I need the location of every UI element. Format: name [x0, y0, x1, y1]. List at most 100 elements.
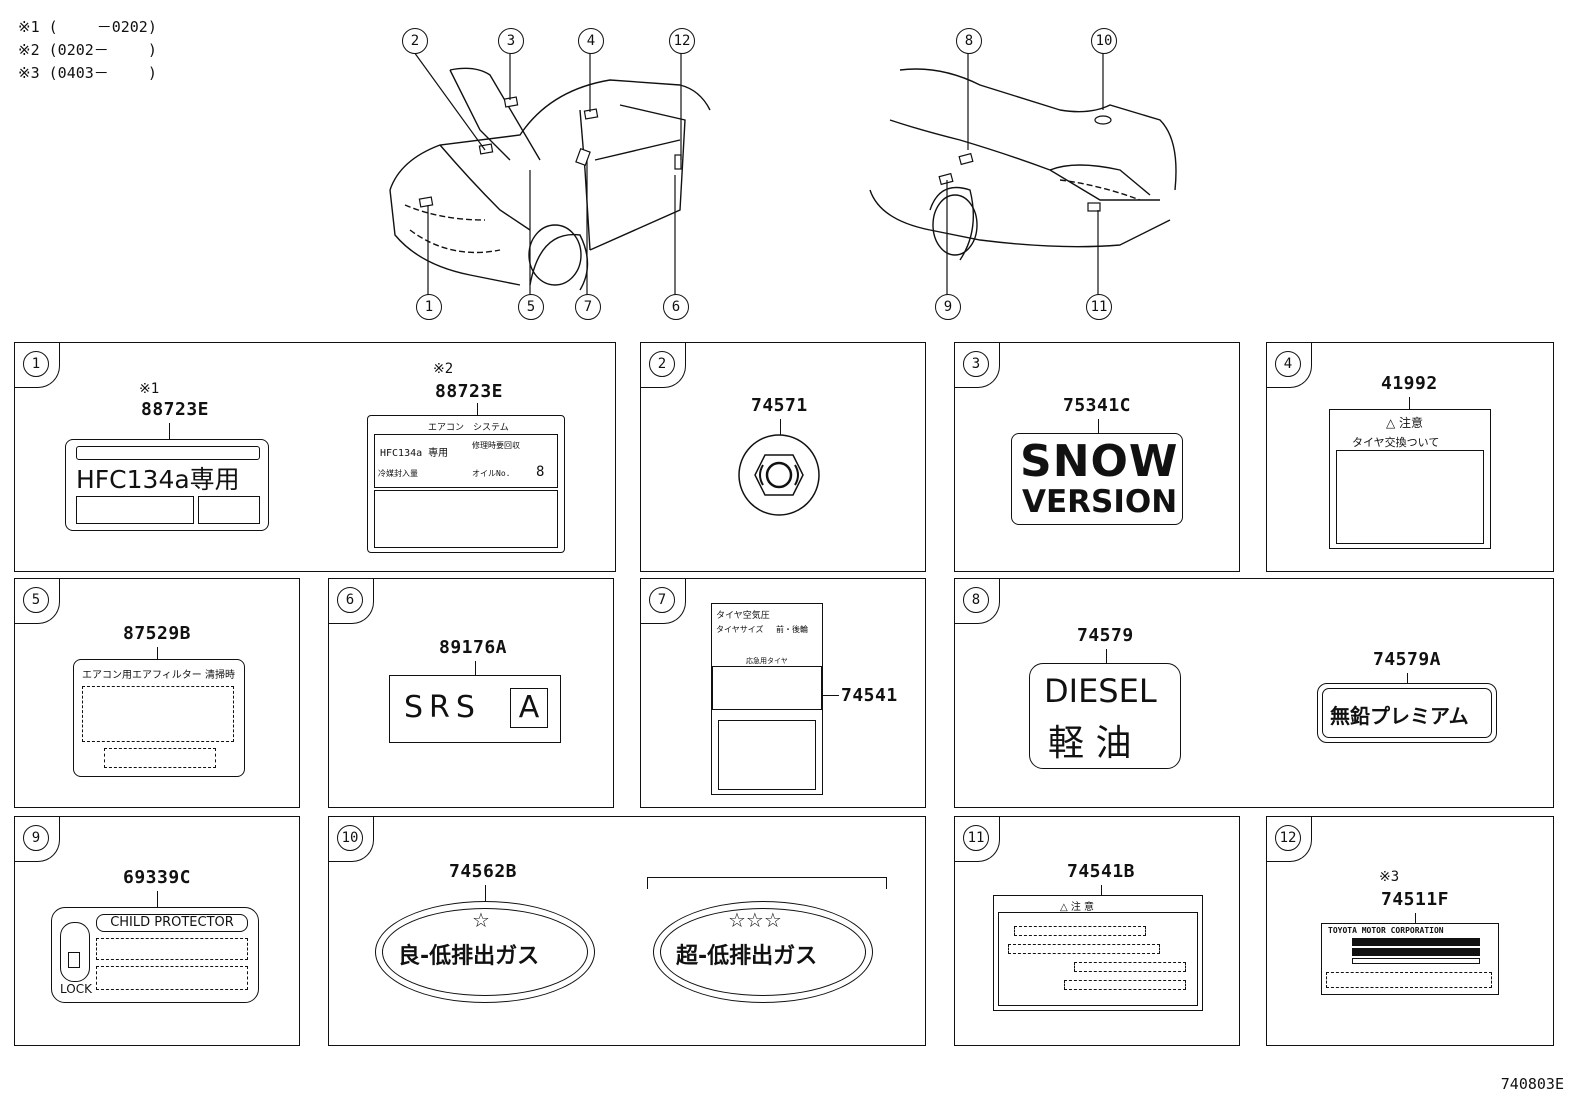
callout-11: 11 — [1086, 294, 1112, 320]
panel-7-part: 74541 — [841, 685, 898, 706]
srs-label: SRS A — [389, 675, 561, 743]
panel-5-part: 87529B — [123, 623, 192, 644]
diesel-text: DIESEL — [1044, 672, 1157, 710]
note-1: ※1 ( －0202) — [18, 18, 157, 36]
callout-9: 9 — [935, 294, 961, 320]
ac-filter-label: エアコン用エアフィルター 清掃時 — [73, 659, 245, 777]
snow-version-label: SNOW VERSION — [1011, 433, 1183, 525]
callout-2: 2 — [402, 28, 428, 54]
callout-12: 12 — [669, 28, 695, 54]
low-emission-stars: ☆ — [472, 908, 490, 932]
panel-12-mark: ※3 — [1379, 869, 1400, 885]
panel-11-number: 11 — [963, 825, 989, 851]
spare-tire-header: 応急用タイヤ — [746, 657, 788, 665]
panel-1-part-a: 88723E — [141, 399, 210, 420]
child-protector-label: CHILD PROTECTOR LOCK — [51, 907, 259, 1003]
tire-size-header: タイヤサイズ — [716, 625, 764, 634]
premium-unleaded-text: 無鉛プレミアム — [1330, 704, 1469, 728]
diesel-label: DIESEL 軽 油 — [1029, 663, 1181, 769]
tire-pressure-title: タイヤ空気圧 — [716, 611, 770, 621]
panel-12-number: 12 — [1275, 825, 1301, 851]
panel-7: 7 タイヤ空気圧 タイヤサイズ 前・後輪 応急用タイヤ 74541 — [640, 578, 926, 808]
callout-3: 3 — [498, 28, 524, 54]
panel-1-number: 1 — [23, 351, 49, 377]
panel-2-number: 2 — [649, 351, 675, 377]
hfc-label-b-r2c3: 8 — [536, 464, 545, 480]
ac-filter-title: エアコン用エアフィルター 清掃時 — [82, 670, 235, 681]
callout-10: 10 — [1091, 28, 1117, 54]
hfc-label-b-r1c1: HFC134a 専用 — [380, 448, 449, 459]
srs-text: SRS — [404, 690, 481, 725]
panel-3-number: 3 — [963, 351, 989, 377]
panel-4: 4 41992 △ 注意 タイヤ交換ついて — [1266, 342, 1554, 572]
panel-8-part-b: 74579A — [1373, 649, 1442, 670]
panel-1-mark-a: ※1 — [139, 381, 160, 397]
panel-4-part: 41992 — [1381, 373, 1438, 394]
low-emission-text: 良-低排出ガス — [398, 944, 540, 969]
panel-11: 11 74541B △ 注 意 — [954, 816, 1240, 1046]
diagram-code: 740803E — [1500, 1075, 1564, 1093]
note-2: ※2 (0202－ ) — [18, 41, 157, 59]
caution-label: △ 注 意 — [993, 895, 1203, 1011]
validity-notes: ※1 ( －0202) ※2 (0202－ ) ※3 (0403－ ) — [18, 16, 157, 85]
panel-11-part: 74541B — [1067, 861, 1136, 882]
vehicle-id-plate: TOYOTA MOTOR CORPORATION — [1321, 923, 1499, 995]
caution-title: △ 注 意 — [1060, 902, 1095, 913]
callout-4: 4 — [578, 28, 604, 54]
panel-8-part-a: 74579 — [1077, 625, 1134, 646]
hfc-label-b-title: エアコン システム — [428, 423, 509, 433]
callout-6: 6 — [663, 294, 689, 320]
diesel-jp-text: 軽 油 — [1048, 723, 1132, 764]
hfc-label-b-r2c1: 冷媒封入量 — [378, 469, 418, 478]
note-3: ※3 (0403－ ) — [18, 64, 157, 82]
panel-6-part: 89176A — [439, 637, 508, 658]
panel-6: 6 89176A SRS A — [328, 578, 614, 808]
srs-boxed-a: A — [510, 688, 548, 728]
callout-8: 8 — [956, 28, 982, 54]
panel-5-number: 5 — [23, 587, 49, 613]
child-protector-title: CHILD PROTECTOR — [96, 914, 248, 932]
panel-2: 2 74571 — [640, 342, 926, 572]
panel-9-part: 69339C — [123, 867, 192, 888]
brake-fluid-icon — [738, 434, 820, 516]
lock-text: LOCK — [60, 982, 92, 996]
snow-text: SNOW — [1020, 436, 1179, 487]
panel-3: 3 75341C SNOW VERSION — [954, 342, 1240, 572]
front-rear-header: 前・後輪 — [776, 625, 808, 634]
ultra-low-emission-label: ☆☆☆ 超-低排出ガス — [653, 901, 873, 1003]
panel-10-number: 10 — [337, 825, 363, 851]
panel-6-number: 6 — [337, 587, 363, 613]
panel-1-part-b: 88723E — [435, 381, 504, 402]
callout-1: 1 — [416, 294, 442, 320]
callout-7: 7 — [575, 294, 601, 320]
hfc-label-b-r1c2: 修理時要回収 — [472, 441, 520, 450]
front-car-illustration — [389, 67, 711, 291]
rear-car-illustration — [869, 68, 1177, 261]
hfc-label-b-r2c2: オイルNo. — [472, 469, 511, 478]
panel-1: 1 ※1 88723E HFC134a専用 ※2 88723E エアコン システ… — [14, 342, 616, 572]
tire-caution-title: △ 注意 — [1386, 416, 1424, 430]
tire-caution-sub: タイヤ交換ついて — [1352, 436, 1440, 449]
hfc-label-a-text: HFC134a専用 — [76, 465, 240, 494]
panel-10: 10 74562B ☆ 良-低排出ガス ☆☆☆ 超-低排出ガス — [328, 816, 926, 1046]
callout-5: 5 — [518, 294, 544, 320]
tire-caution-label: △ 注意 タイヤ交換ついて — [1329, 409, 1491, 549]
panel-8: 8 74579 DIESEL 軽 油 74579A 無鉛プレミアム — [954, 578, 1554, 808]
ultra-low-emission-stars: ☆☆☆ — [728, 908, 782, 932]
panel-12: 12 ※3 74511F TOYOTA MOTOR CORPORATION — [1266, 816, 1554, 1046]
tire-pressure-label: タイヤ空気圧 タイヤサイズ 前・後輪 応急用タイヤ — [711, 603, 823, 795]
ultra-low-emission-text: 超-低排出ガス — [676, 944, 818, 969]
panel-3-part: 75341C — [1063, 395, 1132, 416]
panel-9-number: 9 — [23, 825, 49, 851]
panel-5: 5 87529B エアコン用エアフィルター 清掃時 — [14, 578, 300, 808]
hfc-label-a: HFC134a専用 — [65, 439, 269, 531]
low-emission-label: ☆ 良-低排出ガス — [375, 901, 595, 1003]
premium-unleaded-label: 無鉛プレミアム — [1317, 683, 1497, 743]
vehicle-id-plate-title: TOYOTA MOTOR CORPORATION — [1328, 926, 1444, 935]
panel-9: 9 69339C CHILD PROTECTOR LOCK — [14, 816, 300, 1046]
hfc-label-b: エアコン システム HFC134a 専用 修理時要回収 冷媒封入量 オイルNo.… — [367, 415, 565, 553]
panel-8-number: 8 — [963, 587, 989, 613]
panel-1-mark-b: ※2 — [433, 361, 454, 377]
version-text: VERSION — [1022, 484, 1178, 520]
panel-2-part: 74571 — [751, 395, 808, 416]
